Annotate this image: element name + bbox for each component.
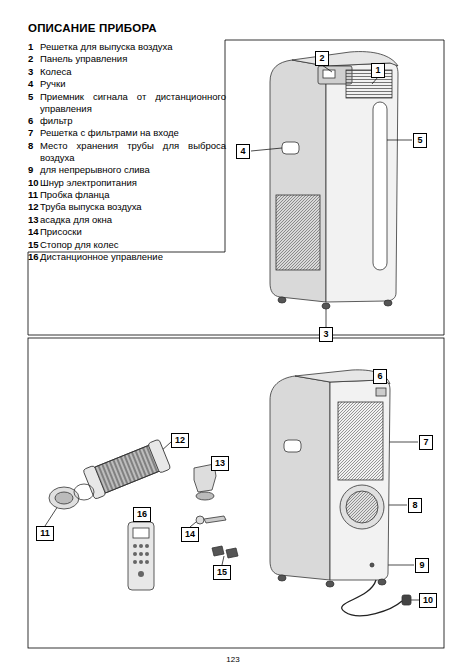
item-text: Шнур электропитания <box>40 177 226 189</box>
inlet-grille <box>338 402 383 480</box>
side-face <box>270 376 330 580</box>
hose-cuff <box>83 465 106 499</box>
item-number: 12 <box>28 201 39 213</box>
callout-number: 4 <box>236 144 249 159</box>
unit-front <box>270 52 398 309</box>
filter <box>376 388 386 396</box>
item-number: 1 <box>28 41 33 53</box>
side-face <box>270 60 326 302</box>
leader-line <box>45 506 58 526</box>
wheel <box>378 579 386 585</box>
wheel <box>384 300 392 306</box>
item-text: фильтр <box>40 115 226 127</box>
item-text: Присоски <box>40 226 226 238</box>
callout-number: 1 <box>371 63 384 78</box>
wheel <box>278 575 286 581</box>
item-number: 2 <box>28 53 33 65</box>
callout-number: 9 <box>415 558 428 573</box>
leader-line <box>326 309 327 327</box>
hose-outlet-grille <box>346 491 378 523</box>
display <box>323 70 335 78</box>
suction-cup-strap <box>204 516 226 523</box>
item-number: 3 <box>28 66 33 78</box>
item-number: 15 <box>28 239 39 251</box>
callout-number: 16 <box>133 507 151 522</box>
page-title: ОПИСАНИЕ ПРИБОРА <box>28 22 157 34</box>
outlet-grille <box>346 70 392 98</box>
item-text: Пробка фланца <box>40 189 226 201</box>
flange-cap <box>55 492 73 504</box>
hose-cuff <box>148 439 171 473</box>
callout-number: 10 <box>419 593 437 608</box>
callout-number: 7 <box>419 435 432 450</box>
wheel-stopper <box>226 548 238 558</box>
front-face <box>326 63 398 302</box>
handle-slot <box>284 440 301 452</box>
item-text: Стопор для колес <box>40 239 226 251</box>
callout-number: 14 <box>181 527 199 542</box>
item-text: Панель управления <box>40 53 226 65</box>
remote-control <box>128 522 154 590</box>
item-number: 11 <box>28 189 38 201</box>
unit-back <box>270 370 411 616</box>
callout-number: 15 <box>213 565 231 580</box>
item-number: 8 <box>28 140 33 152</box>
leader-line <box>387 140 412 141</box>
wheel-stopper <box>212 546 224 556</box>
item-text: Место хранения трубы для выброса воздуха <box>40 140 226 164</box>
callout-number: 13 <box>211 456 229 471</box>
remote-display <box>133 528 149 538</box>
frame <box>28 40 444 335</box>
side-grille <box>276 195 320 270</box>
frame <box>28 338 444 648</box>
callout-number: 3 <box>319 327 332 342</box>
wheel <box>326 581 334 587</box>
hose-outlet <box>340 485 384 529</box>
item-number: 4 <box>28 78 33 90</box>
receiver-slot <box>373 102 387 270</box>
item-text: Ручки <box>40 78 226 90</box>
callout-number: 12 <box>171 433 189 448</box>
flange-ring <box>74 484 94 500</box>
callout-number: 6 <box>373 369 386 384</box>
item-text: для непрерывного слива <box>40 164 226 176</box>
item-number: 7 <box>28 127 33 139</box>
item-number: 9 <box>28 164 33 176</box>
back-face <box>330 380 390 580</box>
remote-buttons <box>133 544 149 577</box>
item-text: асадка для окна <box>40 214 226 226</box>
item-text: Дистанционное управление <box>40 251 226 263</box>
page-number: 123 <box>226 655 239 664</box>
callout-number: 11 <box>36 526 54 541</box>
leader-line <box>251 148 282 151</box>
item-number: 5 <box>28 91 33 103</box>
wheel <box>278 297 286 303</box>
item-number: 6 <box>28 115 33 127</box>
window-adapter-ring <box>196 492 214 500</box>
drain <box>370 563 374 567</box>
suction-cup <box>196 516 204 524</box>
item-text: Колеса <box>40 66 226 78</box>
item-text: Труба выпуска воздуха <box>40 201 226 213</box>
wheel <box>322 303 330 309</box>
item-text: Приемник сигнала от дистанционного управ… <box>40 91 226 115</box>
callout-number: 8 <box>408 498 421 513</box>
leader-line <box>372 77 378 84</box>
item-number: 13 <box>28 214 39 226</box>
hose-body <box>93 445 161 494</box>
exhaust-hose <box>83 439 171 499</box>
item-text: Решетка для выпуска воздуха <box>40 41 226 53</box>
callout-number: 5 <box>413 133 426 148</box>
callout-number: 2 <box>315 51 328 66</box>
item-text: Решетка с фильтрами на входе <box>40 127 226 139</box>
accessories <box>49 439 238 590</box>
handle-slot <box>282 142 299 154</box>
leader-line <box>322 65 332 72</box>
item-number: 14 <box>28 226 39 238</box>
power-cord <box>342 580 402 616</box>
item-number: 10 <box>28 177 39 189</box>
item-number: 16 <box>28 251 39 263</box>
plug <box>402 595 411 605</box>
hose-ribs <box>93 445 161 494</box>
